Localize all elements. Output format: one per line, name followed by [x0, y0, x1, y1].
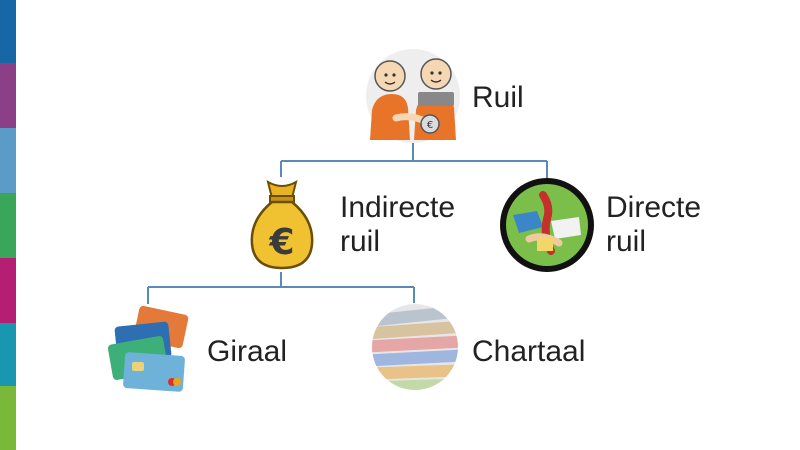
- node-label-indirecte-line2: ruil: [340, 225, 381, 258]
- color-stripe: [0, 63, 16, 128]
- node-label-directe-line2: ruil: [606, 225, 647, 258]
- node-label-ruil: Ruil: [472, 81, 524, 114]
- node-label-indirecte-line1: Indirecte: [340, 191, 456, 224]
- node-label-directe-line1: Directe: [606, 191, 702, 224]
- color-stripe: [0, 323, 16, 386]
- color-stripe: [0, 128, 16, 193]
- color-stripe: [0, 193, 16, 258]
- node-label-chartaal: Chartaal: [472, 335, 586, 368]
- people-trading-icon: €: [366, 49, 460, 143]
- color-stripe: [0, 258, 16, 323]
- color-stripe: [0, 0, 16, 63]
- color-stripe: [0, 386, 16, 450]
- bank-cards-icon: [107, 305, 189, 392]
- euro-money-bag-icon: €: [250, 179, 314, 270]
- barter-exchange-icon: [500, 178, 594, 272]
- euro-banknotes-icon: [372, 304, 458, 390]
- node-label-giraal: Giraal: [207, 335, 288, 368]
- svg-text:€: €: [268, 222, 294, 263]
- svg-text:€: €: [427, 120, 433, 131]
